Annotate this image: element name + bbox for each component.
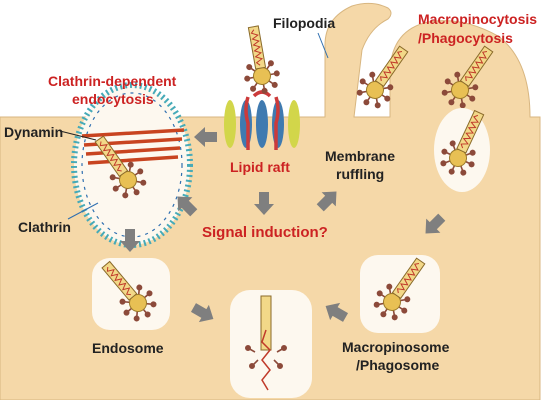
label-signal-induction: Signal induction? <box>202 224 328 241</box>
label-membrane: Membrane <box>325 148 395 164</box>
dynamin-ring-icon <box>81 128 185 165</box>
lipid-raft-icon <box>224 22 300 150</box>
label-lipid-raft: Lipid raft <box>230 159 290 175</box>
virus-particle-icon <box>235 22 283 97</box>
label-macropinosome: Macropinosome <box>342 339 450 355</box>
label-endosome: Endosome <box>92 340 164 356</box>
label-phagosome: /Phagosome <box>356 357 439 373</box>
pointer-line <box>59 130 97 141</box>
label-macropinocytosis: Macropinocytosis <box>418 11 537 27</box>
pointer-line <box>67 202 99 220</box>
label-dynamin: Dynamin <box>4 124 63 140</box>
label-clathrin: Clathrin <box>18 219 71 235</box>
label-filopodia: Filopodia <box>273 15 335 31</box>
label-clathrin-dependent: Clathrin-dependent <box>48 73 177 89</box>
clathrin-coat-icon <box>71 82 193 248</box>
pointer-line <box>317 32 329 59</box>
label-endocytosis: endocytosis <box>72 91 154 107</box>
label-phagocytosis: /Phagocytosis <box>418 30 513 46</box>
genome-rna-icon <box>245 295 287 391</box>
label-ruffling: ruffling <box>336 166 384 182</box>
clathrin-coated-vesicle <box>71 82 193 248</box>
